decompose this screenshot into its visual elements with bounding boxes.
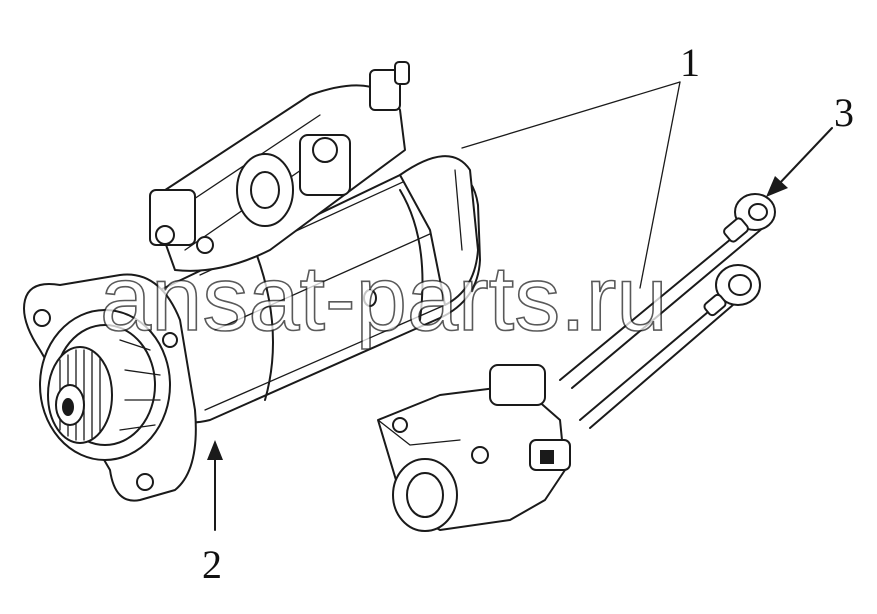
leader-1-to-harness <box>639 81 681 289</box>
callout-2: 2 <box>202 542 222 587</box>
arrow-3-head <box>766 176 788 197</box>
watermark-text: ansat-parts.ru <box>100 248 668 350</box>
leader-1-to-starter <box>461 81 681 149</box>
starter-motor-drawing <box>23 61 481 502</box>
arrow-2-head <box>207 440 223 460</box>
body-seam <box>214 224 451 331</box>
body-band-2 <box>399 189 424 321</box>
bracket-bolt <box>471 446 489 464</box>
cable-1 <box>559 214 761 381</box>
flange-hole-side <box>162 332 178 348</box>
body-band-1 <box>254 249 274 401</box>
flange-hole-top <box>33 309 51 327</box>
callout-1: 1 <box>680 40 700 85</box>
bracket-edge <box>377 419 461 446</box>
solenoid-cap-inner <box>250 171 280 209</box>
cable-harness-drawing <box>377 193 776 532</box>
bracket-hole <box>392 417 408 433</box>
sleeve-inner <box>406 472 444 518</box>
plug-upper <box>489 364 546 406</box>
body-bolt <box>363 289 377 307</box>
terminal-stud <box>394 61 410 85</box>
cable-2b <box>589 291 749 429</box>
crimp-2 <box>703 293 727 317</box>
pinion-center <box>62 398 74 416</box>
flange-hole-bottom <box>136 473 154 491</box>
plug-latch <box>540 450 554 464</box>
switch-bolt-2 <box>196 236 214 254</box>
arrow-3-shaft <box>777 127 833 186</box>
body-edge-bottom <box>204 304 446 411</box>
crimp-1 <box>723 217 749 243</box>
leader-lines <box>207 81 833 531</box>
nose-ribs <box>119 339 161 431</box>
ring-terminal-2-hole <box>728 274 752 296</box>
cable-1b <box>571 221 771 389</box>
ring-terminal-1-hole <box>748 203 768 221</box>
switch-bolt <box>155 225 175 245</box>
rear-cap-line <box>454 169 463 251</box>
rear-cap <box>399 155 479 306</box>
callout-3: 3 <box>834 90 854 135</box>
terminal-post <box>369 69 401 111</box>
terminal-nut <box>312 137 338 163</box>
